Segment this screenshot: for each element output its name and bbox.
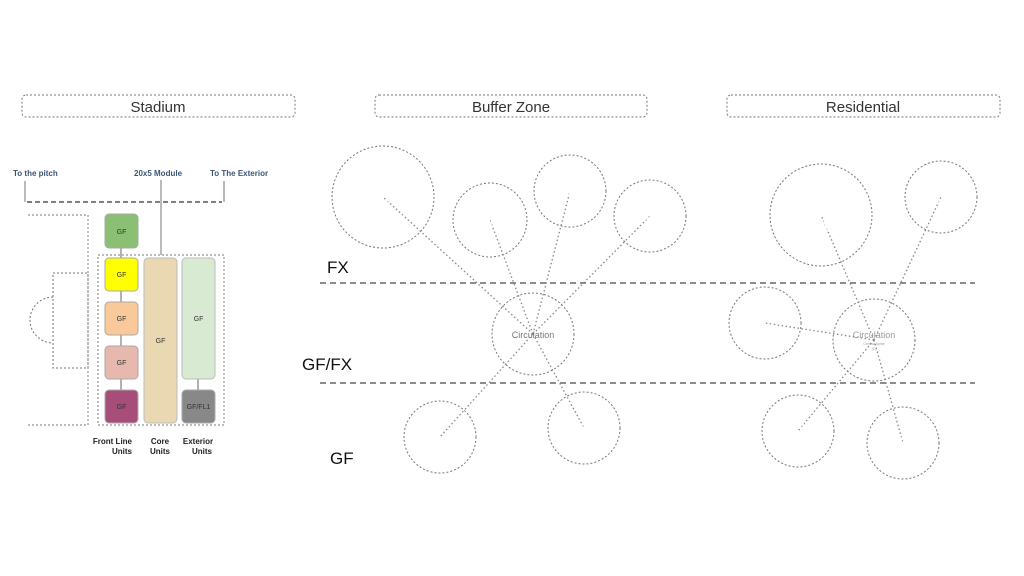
label: Reception bbox=[472, 217, 508, 226]
exterior-unit-lower: GF/FL1 bbox=[181, 389, 216, 424]
level-gf: GF bbox=[330, 449, 354, 468]
label: GF bbox=[117, 229, 127, 236]
label: R2) bbox=[935, 198, 948, 207]
label: (R1) bbox=[809, 218, 832, 232]
to-pitch-label: To the pitch bbox=[13, 169, 58, 178]
residential-links bbox=[764, 196, 942, 444]
node-residential-r1: Residential (R1) bbox=[769, 163, 873, 267]
label: Residential( bbox=[920, 188, 963, 197]
label: Circulation bbox=[744, 326, 787, 336]
label: Residential bbox=[791, 202, 850, 216]
penalty-box bbox=[52, 272, 89, 369]
label: GF/FL1 bbox=[187, 404, 211, 411]
label: Units bbox=[112, 447, 133, 456]
label: Meeting bbox=[570, 420, 598, 429]
node-restaurant: Restaurant bbox=[613, 179, 687, 253]
label: GF bbox=[117, 316, 127, 323]
node-patio: Patio bbox=[533, 154, 607, 228]
front-line-unit: GF bbox=[104, 257, 139, 292]
label: Hub bbox=[896, 446, 911, 455]
label: Residential bbox=[826, 99, 900, 116]
label: V bbox=[762, 314, 768, 324]
label: Buffer Zone bbox=[472, 99, 550, 116]
node-workshop: Workshop(W) bbox=[761, 394, 835, 468]
label: Coworking bbox=[421, 434, 459, 443]
label: Circulation bbox=[853, 330, 896, 340]
node-residential-r2: Residential(R2) bbox=[904, 160, 978, 234]
label: Exterior bbox=[183, 437, 213, 446]
label: GF bbox=[156, 338, 166, 345]
label: Circulation bbox=[512, 330, 555, 340]
label: GF bbox=[117, 272, 127, 279]
label: GF bbox=[117, 360, 127, 367]
label: Front Line bbox=[93, 437, 133, 446]
front-line-unit: GF bbox=[104, 389, 139, 424]
to-exterior-label: To The Exterior bbox=[210, 169, 268, 178]
label: Core bbox=[151, 437, 170, 446]
label: Restaurant bbox=[630, 213, 670, 222]
label: Resilience bbox=[885, 436, 922, 445]
buffer-links bbox=[382, 190, 651, 438]
label: GF bbox=[117, 404, 127, 411]
label: GF bbox=[194, 316, 204, 323]
label: Patio bbox=[561, 188, 580, 197]
label: Units bbox=[150, 447, 171, 456]
section-stadium: Stadium bbox=[21, 94, 296, 118]
label: Room bbox=[573, 430, 595, 439]
front-line-unit: GF bbox=[104, 301, 139, 336]
front-line-unit: GF bbox=[104, 213, 139, 249]
label: Central Spine bbox=[863, 342, 884, 346]
label: Stadium bbox=[130, 99, 185, 116]
section-residential: Residential bbox=[726, 94, 1001, 118]
node-coworking: Coworking bbox=[403, 400, 477, 474]
level-fx: FX bbox=[327, 258, 349, 277]
exterior-unit: GF bbox=[181, 257, 216, 380]
module-label: 20x5 Module bbox=[134, 169, 183, 178]
node-v-circulation: V Circulation bbox=[728, 286, 802, 360]
front-line-unit: GF bbox=[104, 345, 139, 380]
label: Units bbox=[192, 447, 213, 456]
label: (C) bbox=[872, 347, 877, 351]
node-reception: Reception bbox=[452, 182, 528, 258]
node-circulation: Circulation bbox=[491, 292, 575, 376]
node-room: Room bbox=[331, 145, 435, 249]
stadium-diagram: To the pitch 20x5 Module To The Exterior… bbox=[13, 169, 268, 456]
label: Workshop bbox=[780, 422, 816, 431]
pitch-outline bbox=[28, 214, 89, 426]
label: Room bbox=[367, 191, 399, 205]
core-unit: GF bbox=[143, 257, 178, 424]
label: (W) bbox=[792, 432, 805, 441]
section-buffer-zone: Buffer Zone bbox=[374, 94, 648, 118]
level-gf-fx: GF/FX bbox=[302, 355, 352, 374]
